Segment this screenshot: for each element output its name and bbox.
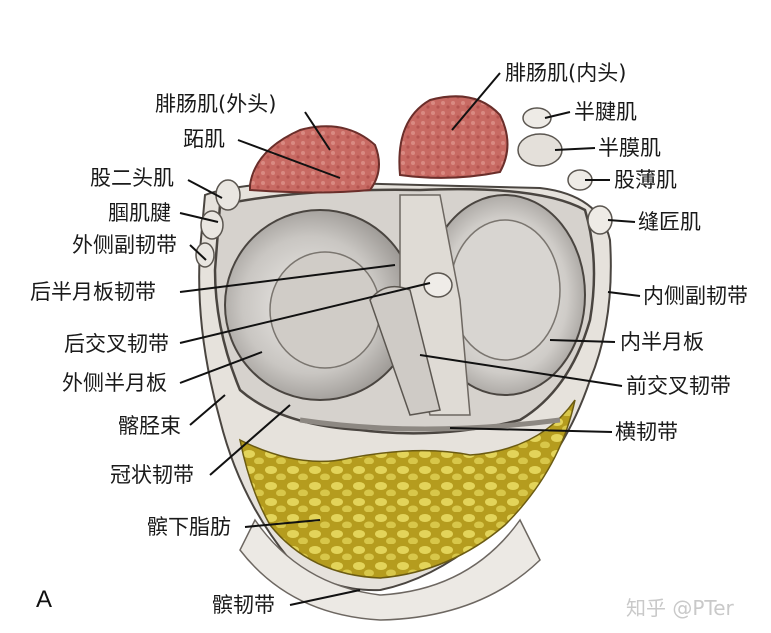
- label-medial-meniscus: 内半月板: [620, 330, 704, 354]
- biceps-tendon-shape: [215, 179, 241, 211]
- label-posterior-meniscal: 后半月板韧带: [30, 280, 156, 304]
- medial-tibial-surface: [449, 219, 561, 361]
- label-plantaris: 跖肌: [183, 127, 225, 151]
- leader-lines: [179, 72, 641, 606]
- lcl-shape: [195, 242, 215, 268]
- patellar-ligament-shape: [239, 518, 541, 621]
- popliteus-tendon-shape: [200, 210, 224, 240]
- panel-label: A: [36, 586, 53, 613]
- label-medial-collateral: 内侧副韧带: [643, 284, 748, 308]
- label-acl: 前交叉韧带: [626, 374, 731, 398]
- label-pcl: 后交叉韧带: [64, 332, 169, 356]
- label-gastrocnemius-lateral: 腓肠肌(外头): [155, 92, 277, 116]
- label-infrapatellar-fat: 髌下脂肪: [147, 515, 231, 539]
- pcl-stump: [423, 272, 453, 298]
- label-lateral-collateral: 外侧副韧带: [72, 233, 177, 257]
- pcl-shape: [369, 285, 441, 416]
- label-coronary-ligament: 冠状韧带: [110, 463, 194, 487]
- label-lateral-meniscus: 外侧半月板: [62, 371, 167, 395]
- gastrocnemius-lateral-shape: [249, 125, 380, 194]
- label-transverse-ligament: 横韧带: [615, 420, 678, 444]
- label-gastrocnemius-medial: 腓肠肌(内头): [505, 61, 627, 85]
- label-sartorius: 缝匠肌: [638, 210, 701, 234]
- label-patellar-ligament: 髌韧带: [212, 593, 275, 617]
- watermark: 知乎 @PTer: [626, 596, 734, 620]
- semitendinosus-shape: [522, 107, 552, 129]
- label-semitendinosus: 半腱肌: [574, 100, 637, 124]
- label-biceps-femoris: 股二头肌: [90, 166, 174, 190]
- label-iliotibial-band: 髂胫束: [118, 414, 181, 438]
- label-semimembranosus: 半膜肌: [598, 136, 661, 160]
- label-gracilis: 股薄肌: [614, 168, 677, 192]
- fat-pad-shape: [238, 399, 576, 579]
- label-popliteus-tendon: 腘肌腱: [108, 201, 171, 225]
- gastrocnemius-medial-shape: [398, 95, 509, 179]
- transverse-ligament-shape: [299, 417, 561, 432]
